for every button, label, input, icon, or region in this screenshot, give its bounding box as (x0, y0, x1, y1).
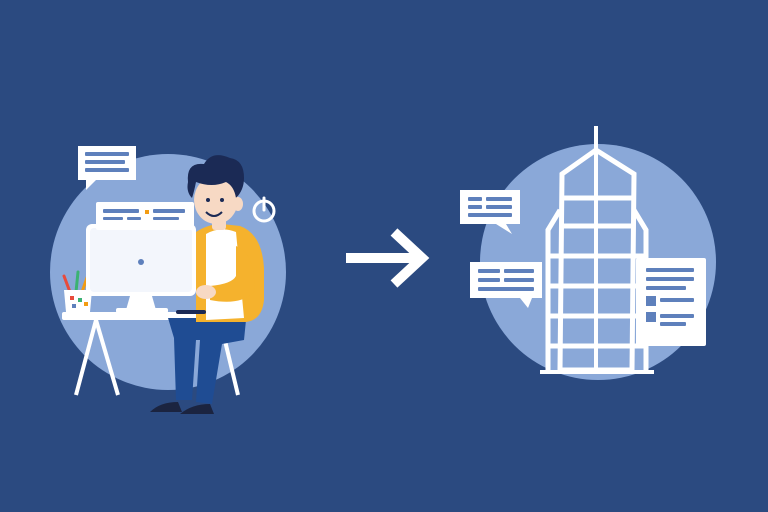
power-icon (252, 196, 276, 223)
document-icon (636, 258, 706, 346)
screen-document (96, 202, 194, 230)
chat-bubble-icon (460, 190, 520, 234)
computer-monitor (86, 224, 206, 314)
left-scene (50, 146, 286, 414)
person (150, 155, 264, 414)
arrow-right-icon (346, 228, 430, 288)
chat-bubble-icon (78, 146, 136, 190)
chat-bubble-icon (470, 262, 542, 308)
pencil-cup (62, 270, 92, 312)
right-scene (460, 126, 716, 380)
office-building (540, 126, 654, 374)
